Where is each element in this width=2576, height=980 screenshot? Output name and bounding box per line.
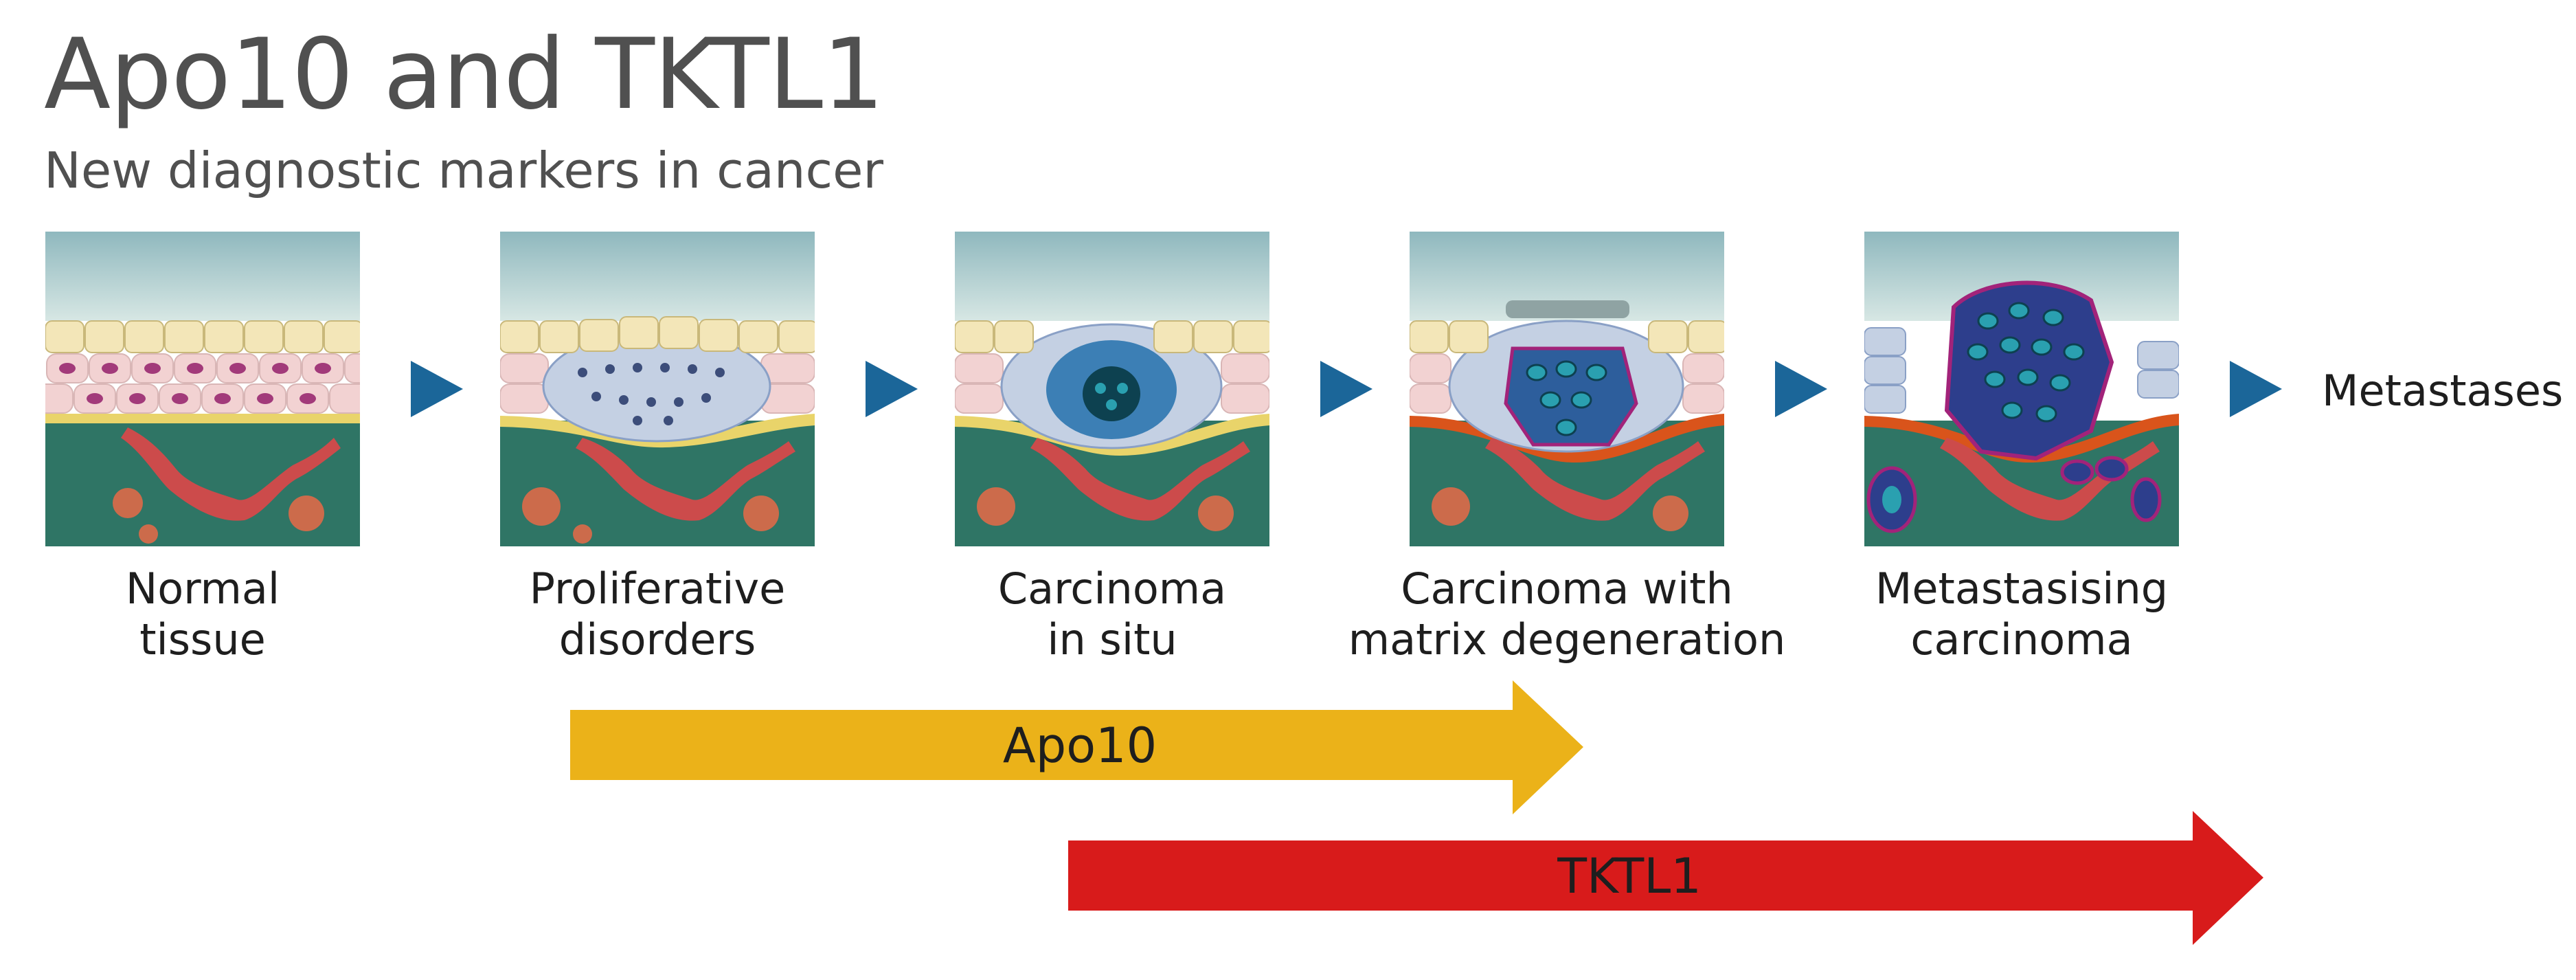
stage-label-line: tissue	[139, 614, 266, 665]
stage-label-line: disorders	[558, 614, 756, 665]
stage-proliferative-disorders-illustration	[500, 232, 815, 546]
stage-label-line: Carcinoma	[997, 564, 1227, 614]
stage-label-carcinoma-in-situ: Carcinoma in situ	[872, 564, 1353, 665]
page-title: Apo10 and TKTL1	[44, 18, 884, 131]
page-subtitle: New diagnostic markers in cancer	[44, 142, 883, 199]
apo10-arrow-shape	[570, 680, 1583, 814]
stage-label-line: Proliferative	[529, 564, 786, 614]
tktl1-arrow	[1068, 811, 2263, 945]
apo10-arrow-label: Apo10	[1002, 717, 1157, 774]
stage-label-line: Normal	[125, 564, 280, 614]
stage-metastasising-carcinoma-illustration	[1864, 232, 2179, 546]
stage-label-line: matrix degeneration	[1348, 614, 1786, 665]
stage-label-carcinoma-matrix-degeneration: Carcinoma with matrix degeneration	[1326, 564, 1807, 665]
final-stage-label: Metastases	[2322, 366, 2564, 416]
apo10-arrow	[570, 680, 1583, 814]
stage-label-line: Carcinoma with	[1401, 564, 1733, 614]
tktl1-arrow-shape	[1068, 811, 2263, 945]
chevron-right-icon	[1775, 361, 1827, 417]
stage-carcinoma-matrix-degeneration-illustration	[1410, 232, 1724, 546]
chevron-right-icon	[411, 361, 463, 417]
stage-label-line: Metastasising	[1875, 564, 2169, 614]
chevron-right-icon	[2230, 361, 2282, 417]
stage-carcinoma-in-situ-illustration	[955, 232, 1269, 546]
stage-label-proliferative-disorders: Proliferative disorders	[417, 564, 898, 665]
stage-label-normal-tissue: Normal tissue	[0, 564, 443, 665]
stage-label-line: in situ	[1047, 614, 1177, 665]
chevron-right-icon	[866, 361, 918, 417]
tktl1-arrow-label: TKTL1	[1557, 848, 1702, 904]
stage-label-line: carcinoma	[1910, 614, 2133, 665]
chevron-right-icon	[1320, 361, 1372, 417]
stage-normal-tissue-illustration	[45, 232, 360, 546]
stage-label-metastasising-carcinoma: Metastasising carcinoma	[1781, 564, 2262, 665]
